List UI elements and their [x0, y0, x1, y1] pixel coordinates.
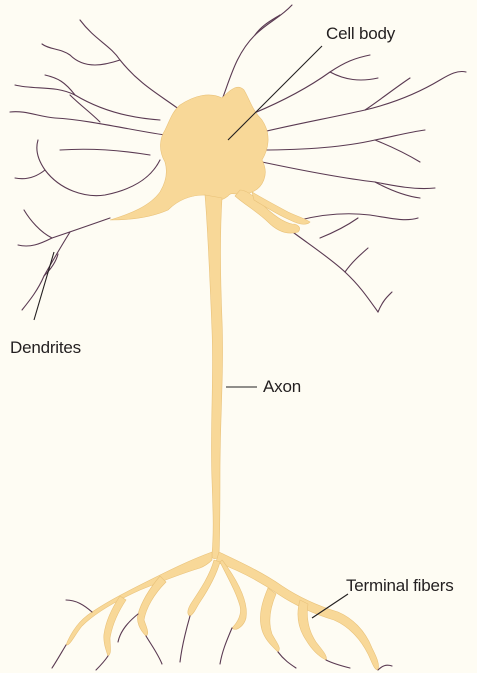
terminal-fiber-line [220, 628, 232, 664]
dendrite-line [60, 149, 150, 155]
dendrite-line [44, 232, 70, 276]
dendrite-line [300, 214, 418, 220]
dendrite-line [375, 140, 420, 162]
cell-body-label: Cell body [326, 24, 395, 44]
dendrite-line [37, 140, 160, 196]
dendrite-trunk [235, 190, 300, 233]
terminal-fiber-line [326, 660, 350, 668]
dendrite-line [15, 170, 45, 179]
terminal-fiber-line [52, 645, 66, 668]
terminal-fiber-line [118, 614, 138, 642]
dendrite-line [290, 230, 378, 312]
terminal-fibers-label: Terminal fibers [346, 576, 454, 596]
dendrite-line [250, 71, 466, 135]
neuron-cytoplasm [66, 87, 379, 670]
terminal-fibers-shape [260, 588, 279, 652]
dendrite-line [320, 218, 358, 238]
dendrite-line [378, 292, 392, 312]
dendrite-line [10, 112, 165, 135]
dendrite-line [365, 78, 410, 110]
dendrite-line [375, 182, 420, 198]
dendrite-line [45, 75, 75, 95]
terminal-fiber-line [278, 652, 296, 668]
dendrites-label: Dendrites [10, 338, 81, 358]
dendrite-line [242, 55, 370, 118]
terminal-fiber-endings [52, 600, 392, 670]
dendrite-line [70, 95, 100, 122]
terminal-fiber-line [378, 665, 392, 670]
dendrite-line [330, 72, 378, 80]
dendrite-line [262, 162, 435, 189]
dendrite-line [24, 210, 52, 238]
terminal-fiber-line [96, 656, 108, 670]
dendrites-leader [34, 252, 54, 320]
terminal-fiber-line [180, 616, 190, 662]
axon-shape [205, 195, 223, 559]
dendrite-line [22, 276, 44, 310]
terminal-fibers-shape [66, 552, 212, 645]
terminal-fiber-line [146, 636, 162, 664]
terminal-fiber-line [66, 600, 92, 612]
dendrite-line [345, 248, 368, 272]
dendrite-line [260, 130, 425, 150]
axon-label: Axon [263, 377, 301, 397]
